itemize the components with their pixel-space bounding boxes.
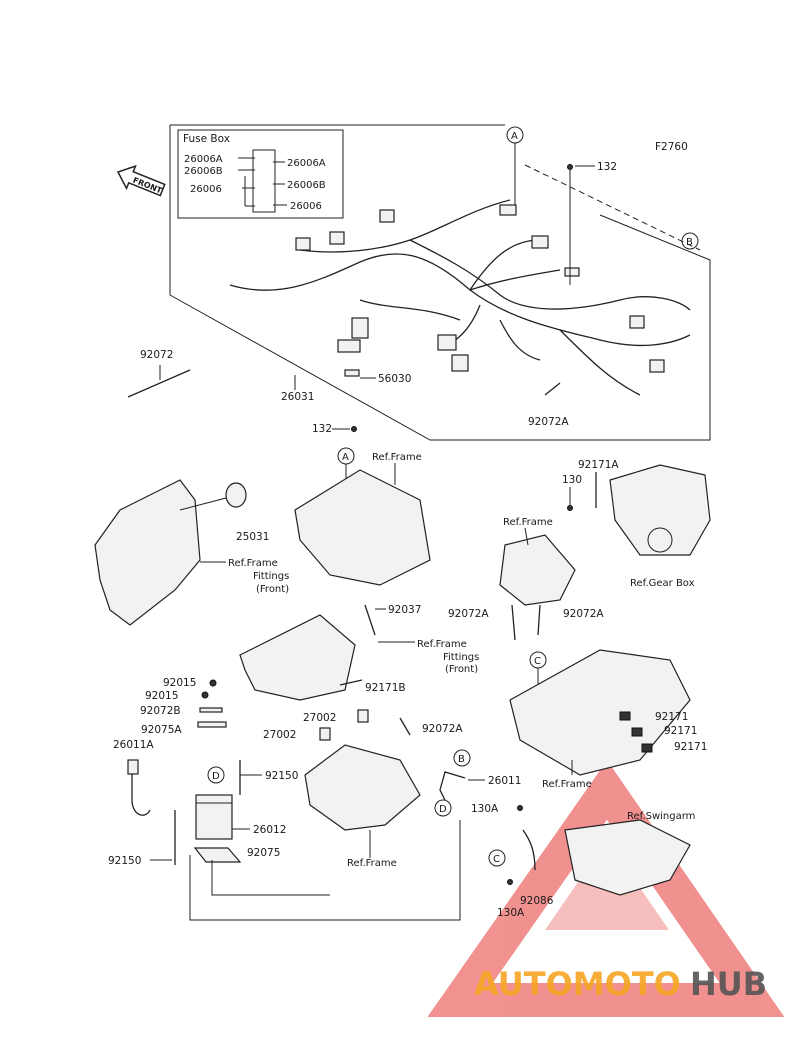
ref-frame-top: Ref.Frame: [372, 452, 422, 463]
fuse-right-2: 26006B: [287, 180, 326, 191]
label-92072: 92072: [140, 349, 173, 361]
circle-b-bottom: B: [458, 754, 465, 765]
fuse-box-icon: [252, 149, 276, 213]
label-92015-2: 92015: [145, 690, 178, 702]
label-92015-1: 92015: [163, 677, 196, 689]
label-92171B: 92171B: [365, 682, 406, 694]
fuse-box-title: Fuse Box: [183, 133, 230, 145]
ref-fittings-line1: Ref.Frame: [228, 558, 278, 569]
label-27002-left: 27002: [263, 729, 296, 741]
label-92072A-top: 92072A: [528, 416, 569, 428]
battery-part: [195, 794, 233, 840]
label-130A-bottom: 130A: [497, 907, 525, 919]
ref-fittings-mid-line3: (Front): [445, 664, 478, 675]
label-92150-left: 92150: [108, 855, 141, 867]
label-92075A: 92075A: [141, 724, 182, 736]
ref-fittings-line2: Fittings: [253, 571, 289, 582]
gear-box-part: [609, 464, 711, 556]
label-92072B: 92072B: [140, 705, 181, 717]
label-26012: 26012: [253, 824, 286, 836]
label-26031: 26031: [281, 391, 314, 403]
ref-frame-bottom-right: Ref.Frame: [542, 779, 592, 790]
ref-fittings-mid-line1: Ref.Frame: [417, 639, 467, 650]
label-130-top: 130: [562, 474, 582, 486]
label-92171-1: 92171: [655, 711, 688, 723]
fuse-box-frame: [177, 129, 344, 219]
label-130A-top: 130A: [471, 803, 499, 815]
label-132-mid: 132: [312, 423, 332, 435]
ref-swingarm: Ref.Swingarm: [627, 811, 695, 822]
label-92037: 92037: [388, 604, 421, 616]
fuse-left-2: 26006B: [184, 166, 223, 177]
circle-d-left: D: [212, 771, 220, 782]
cap-25031-part: [225, 482, 247, 508]
label-132-top: 132: [597, 161, 617, 173]
label-92150-right: 92150: [265, 770, 298, 782]
watermark-text-1: AUTOMOTO: [474, 965, 681, 1003]
label-92072A-left: 92072A: [448, 608, 489, 620]
fuse-right-1: 26006A: [287, 158, 326, 169]
label-25031: 25031: [236, 531, 269, 543]
harness-box-outline: [169, 125, 711, 441]
label-26011A: 26011A: [113, 739, 154, 751]
electrical-tray-part: [304, 744, 421, 831]
label-92072A-mid: 92072A: [422, 723, 463, 735]
swingarm-part: [564, 819, 691, 896]
fuse-right-3: 26006: [290, 201, 322, 212]
fuse-left-3: 26006: [190, 184, 222, 195]
ref-frame-right: Ref.Frame: [503, 517, 553, 528]
circle-c-mid: C: [534, 656, 541, 667]
battery-tray-part: [239, 614, 356, 701]
right-bracket-part: [499, 534, 576, 606]
label-92171A: 92171A: [578, 459, 619, 471]
label-92086: 92086: [520, 895, 554, 907]
diagram-code: F2760: [655, 141, 688, 153]
circle-d-right: D: [439, 804, 447, 815]
front-arrow-icon: FRONT: [116, 164, 166, 197]
ref-fittings-line3: (Front): [256, 584, 289, 595]
circle-c-bottom: C: [493, 854, 500, 865]
label-27002-top: 27002: [303, 712, 336, 724]
label-92171-2: 92171: [664, 725, 697, 737]
ref-gear-box: Ref.Gear Box: [630, 578, 695, 589]
label-92075: 92075: [247, 847, 280, 859]
ref-frame-bottom: Ref.Frame: [347, 858, 397, 869]
ref-fittings-mid-line2: Fittings: [443, 652, 479, 663]
watermark-text-2: HUB: [690, 965, 767, 1003]
circle-a-mid: A: [342, 452, 349, 463]
circle-b-top: B: [686, 237, 693, 248]
label-56030: 56030: [378, 373, 411, 385]
fender-cover-part: [94, 479, 201, 626]
frame-bracket-part: [294, 469, 431, 586]
label-92072A-right: 92072A: [563, 608, 604, 620]
circle-a-top: A: [511, 131, 518, 142]
wiring-harness: [229, 199, 691, 396]
label-92171-3: 92171: [674, 741, 707, 753]
fuse-left-1: 26006A: [184, 154, 223, 165]
label-26011: 26011: [488, 775, 521, 787]
